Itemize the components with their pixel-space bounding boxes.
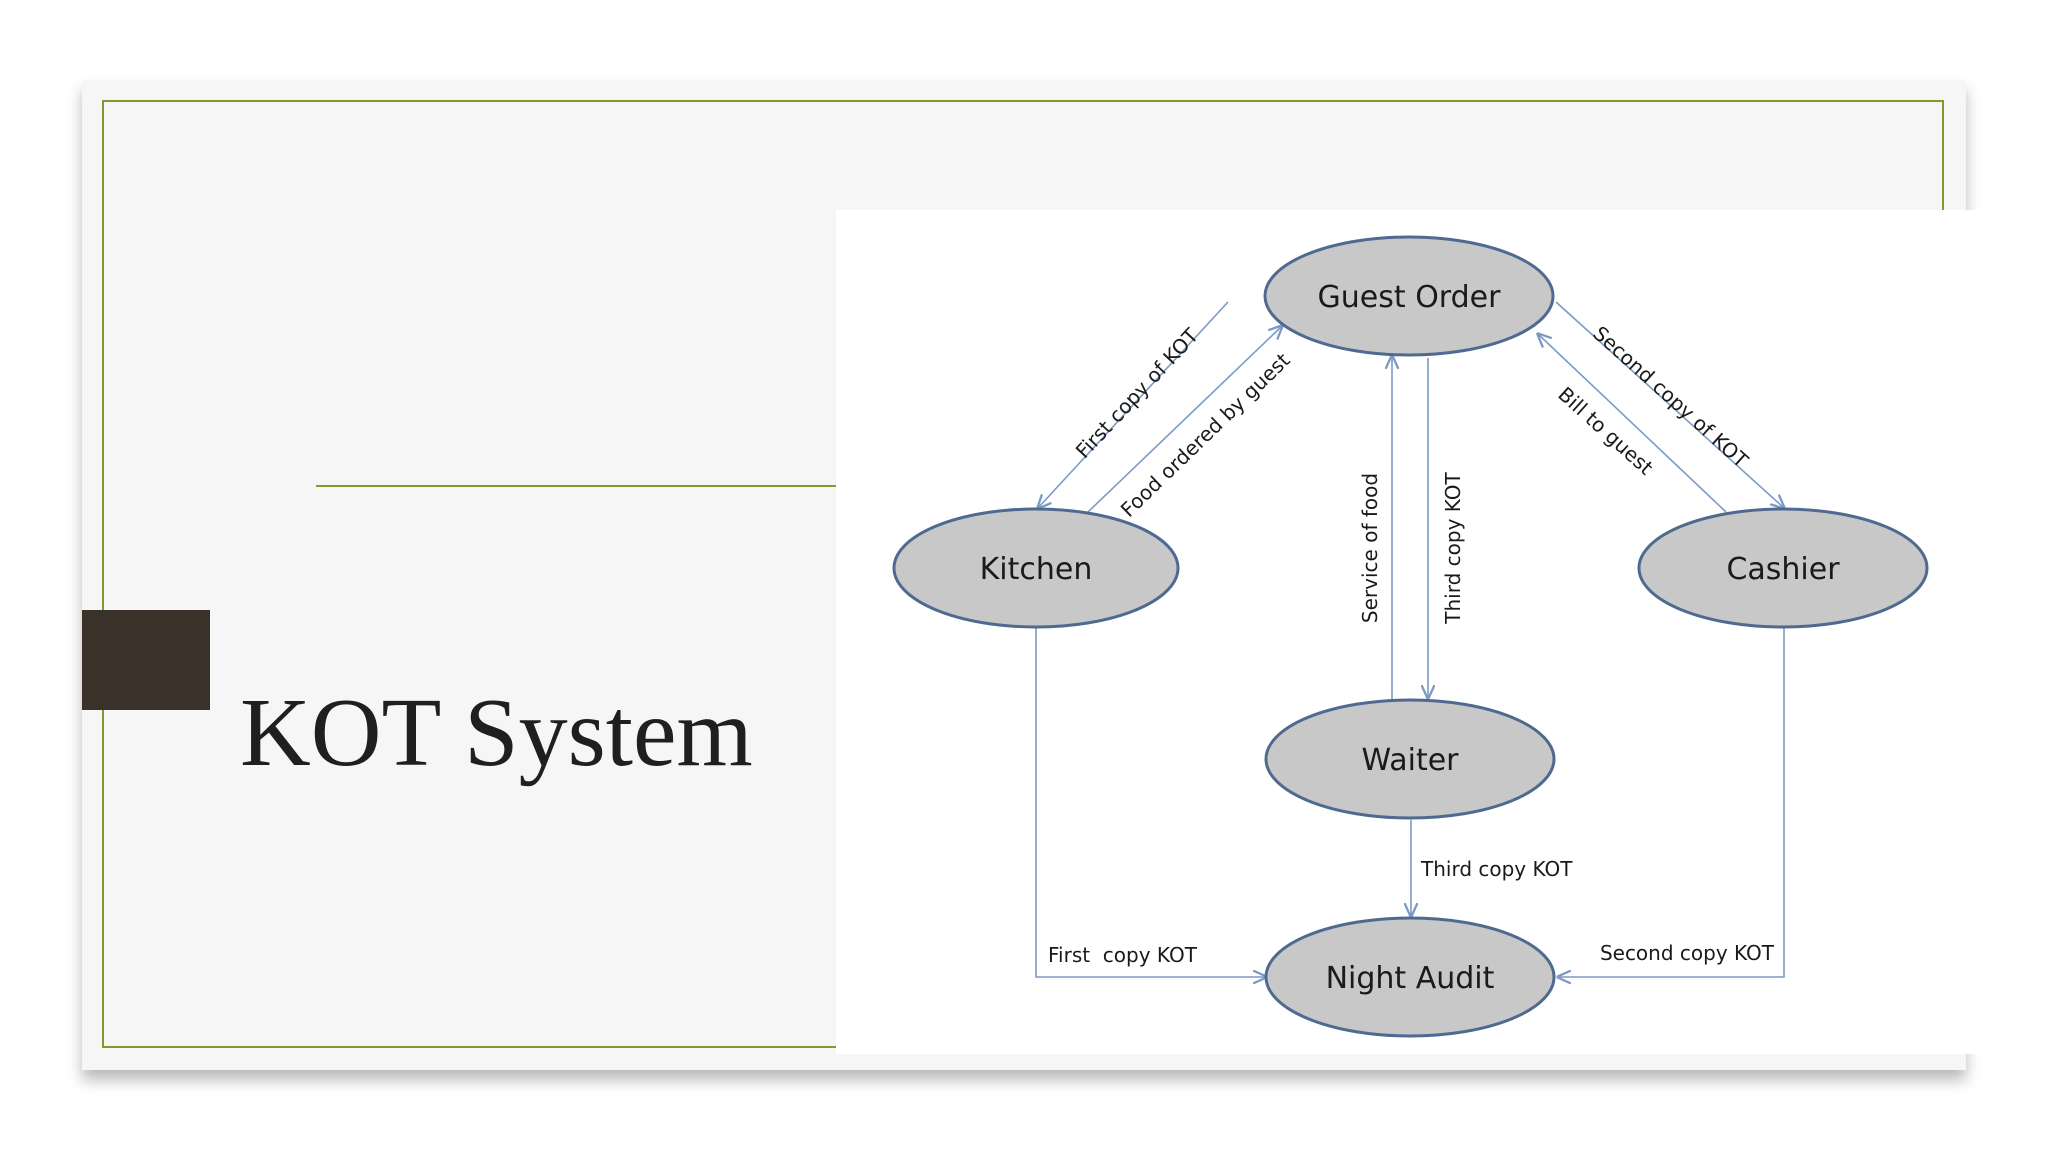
edge-cashier-to-guest [1538, 334, 1727, 513]
edge-kitchen-to-guest [1087, 326, 1282, 513]
node-cashier: Cashier [1637, 507, 1929, 629]
node-waiter-label: Waiter [1361, 743, 1459, 778]
edge-kitchen-to-night-audit [1035, 628, 1266, 977]
edge-label-first-copy-kot: First copy KOT [1048, 943, 1198, 967]
left-tab-decoration [82, 610, 210, 710]
node-night-audit-shape [1264, 916, 1556, 1038]
slide-title: KOT System [240, 679, 753, 787]
node-waiter: Waiter [1264, 698, 1556, 820]
node-kitchen-label: Kitchen [980, 552, 1093, 587]
edge-label-service-of-food: Service of food [1358, 473, 1382, 623]
edge-label-third-copy-kot-bottom: Third copy KOT [1420, 857, 1573, 881]
edge-guest-to-kitchen [1038, 301, 1229, 508]
node-night-audit-label: Night Audit [1326, 961, 1495, 996]
edge-label-second-copy-kot: Second copy KOT [1600, 941, 1775, 965]
title-divider [316, 485, 836, 487]
slide: KOT System First copy of [82, 80, 1984, 1070]
edge-cashier-to-night-audit [1558, 628, 1785, 977]
edge-label-bill-to-guest: Bill to guest [1553, 382, 1658, 480]
node-cashier-label: Cashier [1726, 552, 1840, 587]
node-waiter-shape [1264, 698, 1556, 820]
node-cashier-shape [1637, 507, 1929, 629]
node-night-audit: Night Audit [1264, 916, 1556, 1038]
diagram-panel: First copy of KOT Food ordered by guest … [836, 210, 1984, 1054]
node-kitchen: Kitchen [892, 507, 1180, 629]
node-guest-order: Guest Order [1263, 235, 1555, 357]
node-guest-order-label: Guest Order [1318, 280, 1502, 315]
kot-flow-diagram: First copy of KOT Food ordered by guest … [892, 235, 1929, 1038]
edge-guest-to-cashier [1555, 301, 1784, 508]
node-guest-order-shape [1263, 235, 1555, 357]
edge-label-third-copy-kot-vertical: Third copy KOT [1441, 471, 1465, 624]
node-kitchen-shape [892, 507, 1180, 629]
